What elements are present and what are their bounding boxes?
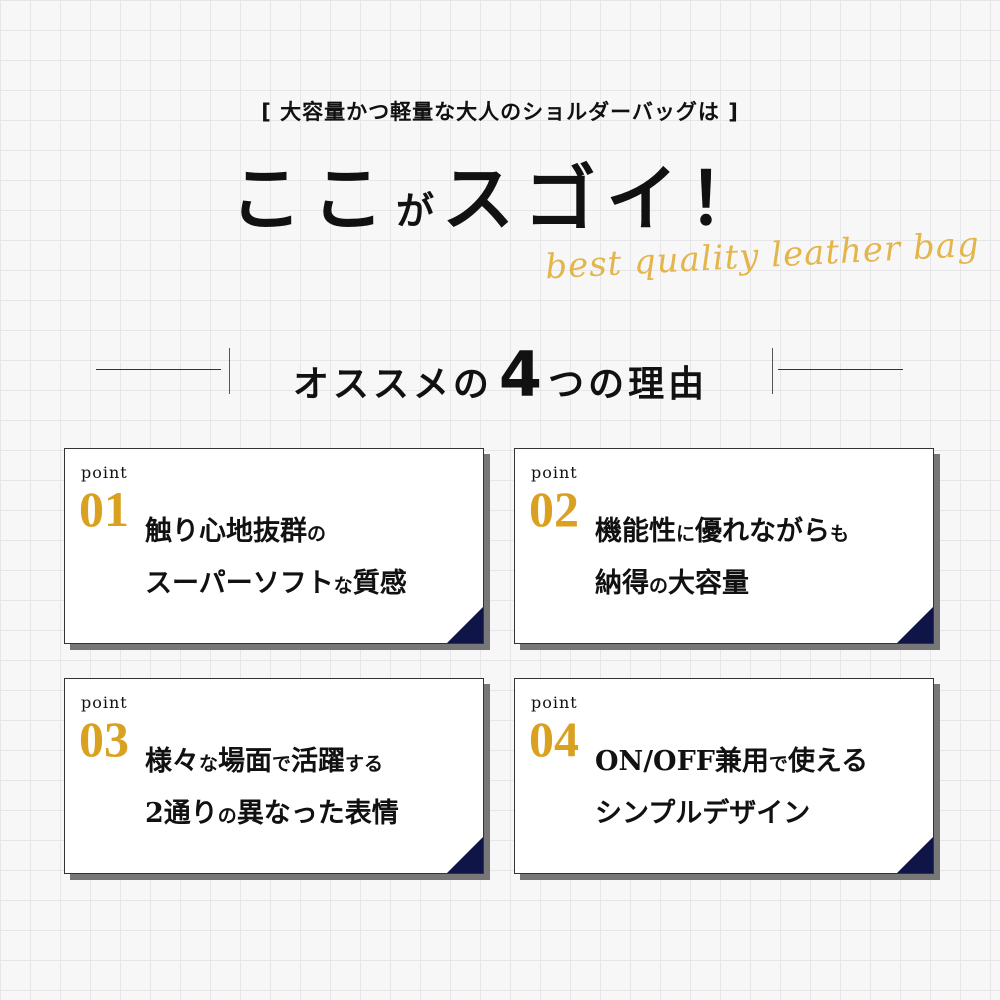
point-card-02: point 02 機能性に優れながらも 納得の大容量 [514,448,934,644]
reasons-title-number: 4 [498,338,543,411]
point-line-1: ON/OFF兼用で使える [595,739,868,778]
headline-part-b: が [395,189,434,233]
point-number: 02 [529,481,579,537]
text-small: な [333,575,353,597]
point-number: 03 [79,711,129,767]
point-line-1: 機能性に優れながらも [595,509,849,548]
point-number: 01 [79,481,129,537]
headline: ここがスゴイ！ [0,140,1000,245]
text-small: の [649,575,669,597]
text-small: に [676,523,696,545]
text: 様々 [145,746,199,777]
text-small: で [768,753,788,775]
text: 触り心地抜群 [145,516,307,547]
point-line-1: 触り心地抜群の [145,509,326,548]
headline-part-a: ここ [229,157,394,241]
text-small: も [830,523,850,545]
text: ON/OFF兼用 [595,746,769,777]
text-small: の [217,805,237,827]
text: 場面 [218,746,273,777]
point-line-2: 2通りの異なった表情 [145,791,399,830]
point-label: point [531,693,578,712]
divider-left [96,369,221,370]
reasons-title-b: つの理由 [548,364,709,405]
text: シンプルデザイン [595,798,811,829]
point-line-1: 様々な場面で活躍する [145,739,383,778]
text: 納得 [595,568,649,599]
point-number: 04 [529,711,579,767]
reasons-title-a: オススメの [292,364,493,405]
corner-triangle [897,837,933,873]
point-line-2: シンプルデザイン [595,791,810,830]
point-label: point [81,463,128,482]
text-small: する [345,753,384,775]
text-small: で [272,753,292,775]
divider-tick-right [772,348,773,394]
text: 2通り [145,798,218,829]
text: 質感 [352,568,407,599]
point-label: point [531,463,578,482]
corner-triangle [897,607,933,643]
point-label: point [81,693,128,712]
point-card-01: point 01 触り心地抜群の スーパーソフトな質感 [64,448,484,644]
point-card-04: point 04 ON/OFF兼用で使える シンプルデザイン [514,678,934,874]
divider-right [778,369,903,370]
subtitle: [ 大容量かつ軽量な大人のショルダーバッグは ] [261,100,739,124]
text: 優れながら [695,516,831,547]
headline-part-c: スゴイ！ [442,157,771,241]
text: 異なった表情 [236,798,399,829]
point-card-03: point 03 様々な場面で活躍する 2通りの異なった表情 [64,678,484,874]
point-line-2: スーパーソフトな質感 [145,561,407,600]
text: 活躍 [291,746,346,777]
corner-triangle [447,607,483,643]
point-line-2: 納得の大容量 [595,561,749,600]
text: 大容量 [668,568,750,599]
divider-tick-left [229,348,230,394]
corner-triangle [447,837,483,873]
text: スーパーソフト [145,568,334,599]
text: 使える [787,746,869,777]
text: 機能性 [595,516,676,547]
text-small: な [199,753,219,775]
text-small: の [307,523,327,545]
